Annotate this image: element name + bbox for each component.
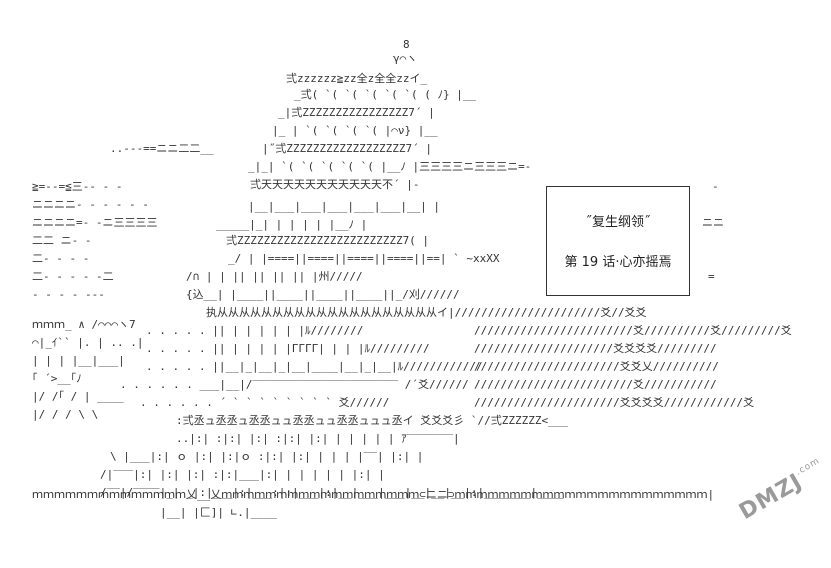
mountain-lines: ニニニニ- - - - - -	[32, 198, 149, 211]
castle-body: _____|_| | | | | |__ﾉ |	[216, 218, 367, 231]
mountain-lines: 二二 ニ- -	[32, 234, 92, 247]
castle-body: {込__| |____||____||____||____||_/刈//////	[186, 288, 460, 301]
mountain-lines: ≧=--=≦三-- - -	[32, 180, 122, 193]
castle-body: . . . . . || | | | | | |ﾙ////////	[146, 324, 363, 337]
roof-tier: _弍( `( `( `( `( `( ( ﾉ} |__	[294, 88, 476, 101]
tree-foliage: //////////////////////爻爻乂//////////	[474, 360, 719, 373]
railing: ｍｍｍｍｍｍｍｍｍｍｍｍｍｍ乂__乂ｍｍｍｍｍｍｍｍｍｍｍｍｍｍｍｍｍｍ⊂ニニ⊃…	[32, 488, 714, 501]
chapter-title: 第 19 话·心亦摇焉	[564, 255, 672, 270]
left-house: ｍｍｍ_ ∧ /⌒⌒⌒ヽ7	[32, 318, 136, 331]
mountain-lines: - - - - ---	[32, 288, 105, 301]
chapter-title-box: ˝复生纲领˝ 第 19 话·心亦摇焉	[546, 186, 690, 296]
tree-foliage: /////////////////////爻爻爻爻/////////	[474, 342, 717, 355]
roof-tier: _|_| `( `( `( `( `( |__ﾉ |三三三三ニ三三三ニ=-	[248, 160, 531, 173]
gate-roof: :弍丞ュ丞丞ュ丞丞ュュ丞丞ュュ丞丞ュュュ丞イ 爻爻爻彡 `//弍ZZZZZZ<_…	[176, 414, 568, 427]
roof-tier: 弍天天天天天天天天天天天不´ |-	[250, 178, 420, 191]
mountain-lines: =	[708, 270, 715, 283]
left-house: |/ /｢ / | ____	[32, 390, 124, 403]
gate-body: ..|:| :|:| |:| :|:| |:| | | | | | ｱ‾‾‾‾‾…	[176, 432, 460, 445]
left-house: ｢ ´>__｢ﾉ	[32, 372, 82, 385]
left-house: ⌒|_ｲ`` |. | .. .|	[32, 336, 143, 349]
roof-tier: _|弍ZZZZZZZZZZZZZZZZ7´ |	[278, 106, 435, 119]
mountain-lines: ニニ	[702, 216, 724, 229]
castle-roof: 执从从从从从从从从从从从从从从从从从从从从イ|/////////////////…	[206, 305, 647, 319]
spire-tip: γ⌒ヽ	[393, 52, 417, 65]
mountain-lines: -	[712, 180, 719, 193]
castle-body: /∩ | | || || || || |州/////	[186, 270, 363, 283]
mountain-lines: ..---==ニニ二二__	[110, 142, 214, 155]
left-house: |/ / / \ \	[32, 408, 98, 421]
series-title: ˝复生纲领˝	[585, 215, 651, 230]
railing: |__| |匚]| ∟.|____	[160, 506, 277, 519]
castle-body: |__|___|___|___|___|___|__| |	[248, 200, 440, 213]
mountain-lines: ニニニニ=- -ニ三三三三	[32, 216, 158, 229]
roof-tier: |_ | `( `( `( `( |⌒ν} |__	[272, 124, 438, 137]
castle-body: . . . . . || | | | | |ΓΓΓΓ| | | |ﾙ//////…	[146, 342, 430, 355]
castle-body: . . . . . . ___|__|/‾‾‾‾‾‾‾‾‾‾‾‾‾‾‾‾‾‾‾‾…	[120, 378, 469, 391]
roof-tier: |˝弍ZZZZZZZZZZZZZZZZZZ7´ |	[262, 142, 432, 155]
mountain-lines: 二- - - -	[32, 252, 89, 265]
castle-body: . . . . . ||__|_|__|_|__|____|__|_|__|ﾙ/…	[146, 360, 483, 373]
tree-foliage: //////////////////////爻爻爻爻////////////爻	[474, 396, 754, 409]
mountain-lines: 二- - - - -二	[32, 270, 114, 283]
gate-body: /|‾‾‾|:| |:| |:| :|:|___|:| | | | | | |:…	[100, 468, 385, 481]
spire-tip: 8	[403, 38, 410, 51]
left-house: | | | |__|___|	[32, 354, 125, 367]
roof-tier: 弍zzzzzz≧zz全z全全zzイ_	[286, 71, 427, 85]
gate-body: /‾‾|/‾‾‾‾|_| _|:|___|:|___:|:|___|:|__|_…	[100, 486, 564, 499]
castle-body: _/ | |====||====||====||====||==| ` ~xxX…	[228, 252, 500, 265]
castle-body: . . . . . . ´ ` ` ` ` ` ` ` ` 爻//////	[140, 396, 389, 409]
tree-foliage: ////////////////////////爻//////////爻////…	[474, 324, 792, 337]
tree-foliage: ////////////////////////爻///////////	[474, 378, 717, 391]
gate-body: \ |___|:| ｏ |:| |:|ｏ :|:| |:| | | | |‾‾|…	[110, 450, 423, 463]
castle-roof: 弍ZZZZZZZZZZZZZZZZZZZZZZZZZ7( |	[226, 234, 429, 247]
